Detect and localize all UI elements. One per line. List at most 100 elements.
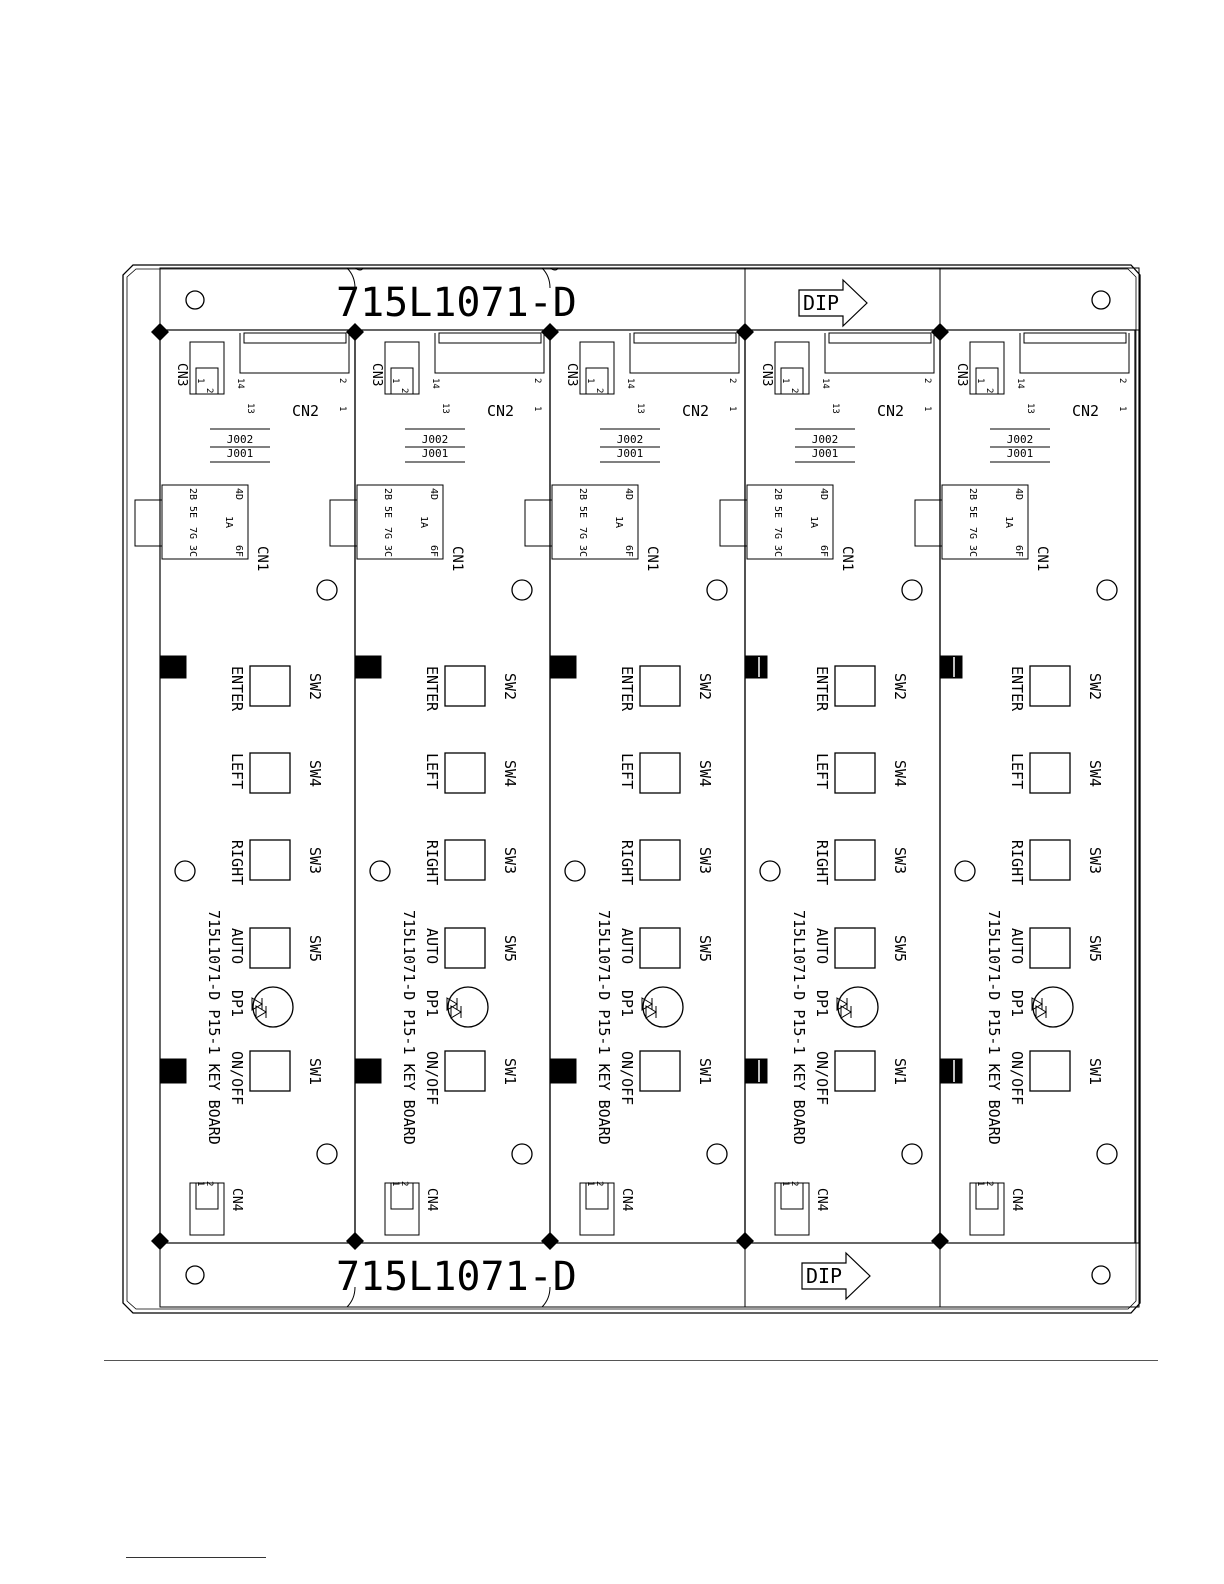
mounting-hole: [901, 579, 923, 601]
board-outline: [549, 329, 746, 1244]
cn2-pin-1: 1: [922, 406, 932, 411]
led-dp1-label: DP1: [1008, 990, 1026, 1017]
mounting-hole: [316, 579, 338, 601]
cn4-label: CN4: [1009, 1188, 1024, 1212]
cn2-pin-2: 2: [727, 378, 737, 383]
mounting-hole: [706, 579, 728, 601]
cn2-label: CN2: [877, 402, 904, 420]
cn2-pin-1: 1: [337, 406, 347, 411]
led-dp1: [252, 986, 294, 1028]
board-title: 715L1071-D P15-1 KEY BOARD: [985, 910, 1003, 1145]
cn4-label: CN4: [229, 1188, 244, 1212]
switch-sw1-label: ON/OFF: [813, 1051, 831, 1105]
cn1-pin-6f: 6F: [818, 545, 829, 557]
cn2-pin-2: 2: [337, 378, 347, 383]
led-dp1: [837, 986, 879, 1028]
switch-sw5-pad: [834, 927, 876, 969]
mounting-hole: [1096, 1143, 1118, 1165]
cn4-pin-2: 2: [204, 1181, 214, 1186]
switch-sw5-ref: SW5: [891, 935, 909, 962]
jumper-j001: J001: [422, 447, 449, 460]
switch-sw5-pad: [1029, 927, 1071, 969]
cn2-label: CN2: [1072, 402, 1099, 420]
board-outline: [159, 329, 356, 1244]
cn1-pin-1a: 1A: [418, 516, 429, 528]
dip-arrow-bottom: [801, 1251, 871, 1301]
cn1-label: CN1: [839, 546, 855, 571]
led-dp1-symbol: [446, 997, 462, 1019]
cn3-pin-2: 2: [399, 388, 409, 393]
v-score-marker: [151, 323, 169, 341]
led-dp1: [1032, 986, 1074, 1028]
switch-sw5-pad: [249, 927, 291, 969]
switch-sw1-ref: SW1: [1086, 1058, 1104, 1085]
switch-sw3-label: RIGHT: [618, 840, 636, 885]
cn1-pin-2b: 2B: [382, 488, 393, 500]
cn2-connector: [824, 333, 935, 374]
v-score-marker: [931, 1232, 949, 1250]
cn2-connector: [1019, 333, 1130, 374]
cn4-connector-inner: [975, 1182, 999, 1210]
switch-sw3-ref: SW3: [306, 847, 324, 874]
tooling-tab: [939, 655, 963, 679]
rail-fiducial-hole: [1091, 290, 1111, 310]
switch-sw4-label: LEFT: [423, 753, 441, 789]
switch-sw2-pad: [834, 665, 876, 707]
bottom-rail: [159, 1242, 1140, 1308]
cn2-label: CN2: [487, 402, 514, 420]
mounting-hole: [316, 1143, 338, 1165]
rail-tab-separator: [346, 267, 364, 289]
cn2-connector-strip: [243, 332, 347, 344]
tooling-tab: [744, 655, 768, 679]
cn4-pin-1: 1: [975, 1181, 985, 1186]
rail-fiducial-hole: [185, 290, 205, 310]
jumper-j002: J002: [812, 433, 839, 446]
switch-sw2-ref: SW2: [501, 673, 519, 700]
cn1-pin-2b: 2B: [967, 488, 978, 500]
switch-sw4-pad: [834, 752, 876, 794]
switch-sw3-ref: SW3: [891, 847, 909, 874]
cn4-connector-inner: [195, 1182, 219, 1210]
mounting-hole: [564, 860, 586, 882]
cn1-pin-6f: 6F: [623, 545, 634, 557]
switch-sw3-ref: SW3: [696, 847, 714, 874]
cn3-pin-1: 1: [780, 378, 790, 383]
v-score-marker: [346, 323, 364, 341]
switch-sw5-pad: [639, 927, 681, 969]
switch-sw2-pad: [249, 665, 291, 707]
cn2-label: CN2: [292, 402, 319, 420]
switch-sw1-pad: [444, 1050, 486, 1092]
cn4-pin-2: 2: [399, 1181, 409, 1186]
cn3-label: CN3: [564, 363, 579, 386]
panel-part-number-top: 715L1071-D: [336, 280, 577, 326]
cn1-pin-4d: 4D: [233, 488, 244, 500]
cn1-pin-2b: 2B: [577, 488, 588, 500]
switch-sw5-ref: SW5: [1086, 935, 1104, 962]
cn2-connector-strip: [828, 332, 932, 344]
cn3-label: CN3: [759, 363, 774, 386]
cn1-pin-1a: 1A: [613, 516, 624, 528]
cn1-pin-6f: 6F: [428, 545, 439, 557]
cn1-pin-2b: 2B: [187, 488, 198, 500]
rail-fiducial-hole: [1091, 1265, 1111, 1285]
tooling-tab: [354, 655, 382, 679]
cn1-pin-5e: 5E: [967, 506, 978, 518]
cn4-connector-inner: [585, 1182, 609, 1210]
mounting-hole: [174, 860, 196, 882]
cn2-connector: [629, 333, 740, 374]
cn1-plug: [524, 499, 553, 547]
cn1-pin-7g: 7G: [772, 527, 783, 539]
board-title: 715L1071-D P15-1 KEY BOARD: [205, 910, 223, 1145]
switch-sw4-pad: [249, 752, 291, 794]
cn2-pin-14: 14: [430, 378, 440, 389]
top-rail: [159, 267, 1140, 331]
switch-sw1-ref: SW1: [306, 1058, 324, 1085]
cn2-pin-14: 14: [625, 378, 635, 389]
jumper-j001: J001: [812, 447, 839, 460]
switch-sw4-label: LEFT: [228, 753, 246, 789]
cn4-label: CN4: [814, 1188, 829, 1212]
switch-sw4-pad: [1029, 752, 1071, 794]
cn1-pin-5e: 5E: [187, 506, 198, 518]
